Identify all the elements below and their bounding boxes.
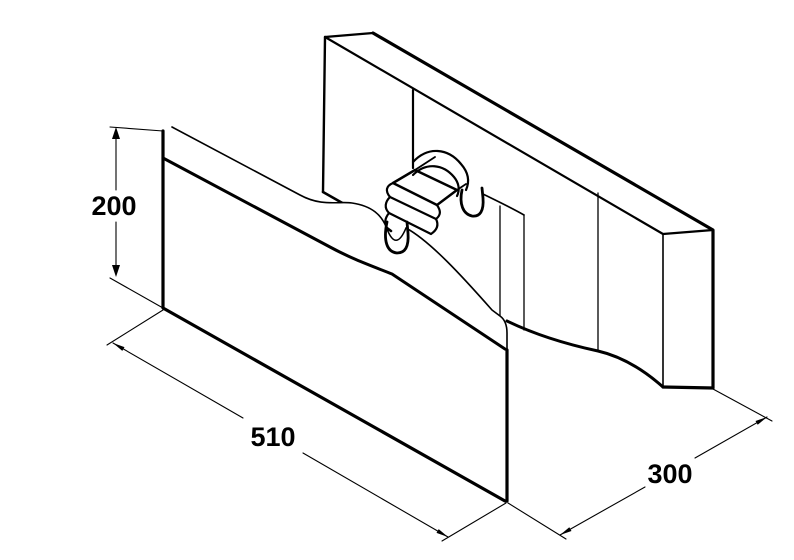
front-panel-body [163, 127, 507, 502]
back-panel [321, 31, 715, 390]
dimension-length-label: 510 [250, 422, 295, 452]
front-panel-top-front-edge [161, 156, 507, 351]
web-flange-fairing [482, 193, 525, 216]
back-panel-top-face-edges [323, 31, 715, 236]
web-fairing-band-inner [411, 165, 460, 198]
front-panel-silhouette [161, 129, 509, 503]
dimension-length-arrow-left [113, 343, 125, 351]
dimension-depth-line [559, 416, 768, 536]
dimension-depth-extension-lines [507, 388, 773, 540]
dimension-height-extension-lines [109, 126, 164, 309]
dimension-height-arrow-top [112, 127, 120, 139]
web-front-band-1 [385, 181, 441, 221]
dimension-height-arrow-bottom [112, 265, 120, 277]
dimension-height-label: 200 [91, 191, 136, 221]
web-curl-front [384, 220, 410, 255]
web-ridge-links [414, 156, 467, 191]
dimension-length: 510 [106, 309, 507, 542]
dimension-length-line [112, 342, 449, 538]
dimension-depth: 300 [507, 388, 773, 540]
back-panel-bottom-edge-right [505, 319, 665, 389]
dimension-depth-label: 300 [647, 459, 692, 489]
web-front-band-2 [384, 195, 439, 236]
front-panel [161, 126, 509, 503]
dimension-depth-arrow-right [755, 417, 767, 425]
dimension-length-extension-lines [106, 309, 507, 542]
web-fairing-band-outer [411, 149, 470, 192]
dimension-height: 200 [91, 126, 164, 309]
back-panel-outer-edge [371, 31, 715, 390]
dimensions: 200 510 300 [91, 126, 773, 542]
back-panel-left-edge [321, 35, 327, 194]
dimension-depth-arrow-left [560, 527, 572, 535]
web-connector [384, 88, 525, 331]
front-panel-top-back-edge [171, 126, 508, 350]
back-panel-body [323, 33, 713, 388]
web-curl-back [459, 186, 485, 218]
dimension-length-arrow-right [436, 529, 448, 537]
drawing-root: 200 510 300 [91, 31, 773, 542]
